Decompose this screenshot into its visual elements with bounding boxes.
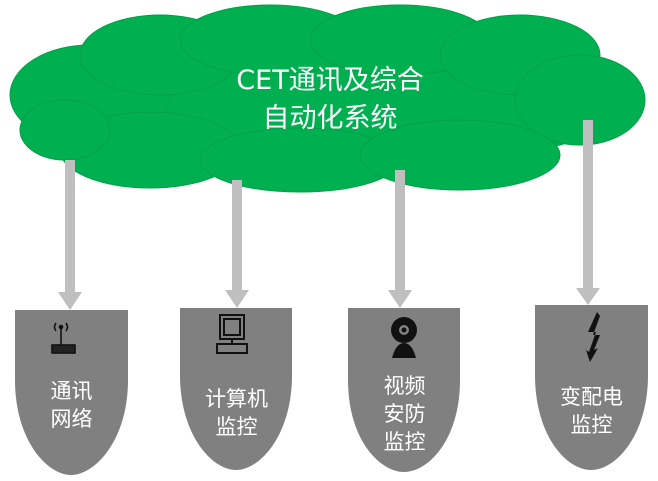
node-label-line: 监控 [570,413,613,437]
node-label-video: 视频 安防 监控 [348,372,461,456]
lightning-icon [586,312,600,362]
arrow-3 [388,170,412,308]
cloud-title: CET通讯及综合 自动化系统 [140,62,520,138]
computer-icon [216,314,248,354]
node-label-line: 变配电 [560,385,623,409]
shield-3 [348,308,460,472]
node-label-power: 变配电 监控 [535,383,648,439]
shield-1 [15,310,128,475]
router-icon [51,322,76,354]
node-label-line: 网络 [50,407,93,431]
node-label-network: 通讯 网络 [15,377,128,433]
node-label-computer: 计算机 监控 [180,385,293,441]
cloud-title-line1: CET通讯及综合 [236,65,424,96]
arrow-2 [225,180,249,308]
shields [15,305,648,475]
arrow-4 [576,120,600,305]
node-label-line: 通讯 [50,379,93,403]
arrows [58,120,600,310]
cloud-title-line2: 自动化系统 [262,103,398,134]
shield-4 [535,305,648,470]
node-label-line: 计算机 [205,387,268,411]
webcam-icon [391,317,417,358]
shield-2 [180,308,292,470]
cloud-shape [9,4,646,193]
node-label-line: 监控 [383,430,426,454]
node-label-line: 安防 [383,402,426,426]
node-label-line: 监控 [215,415,258,439]
node-label-line: 视频 [383,374,426,398]
arrow-1 [58,160,82,310]
